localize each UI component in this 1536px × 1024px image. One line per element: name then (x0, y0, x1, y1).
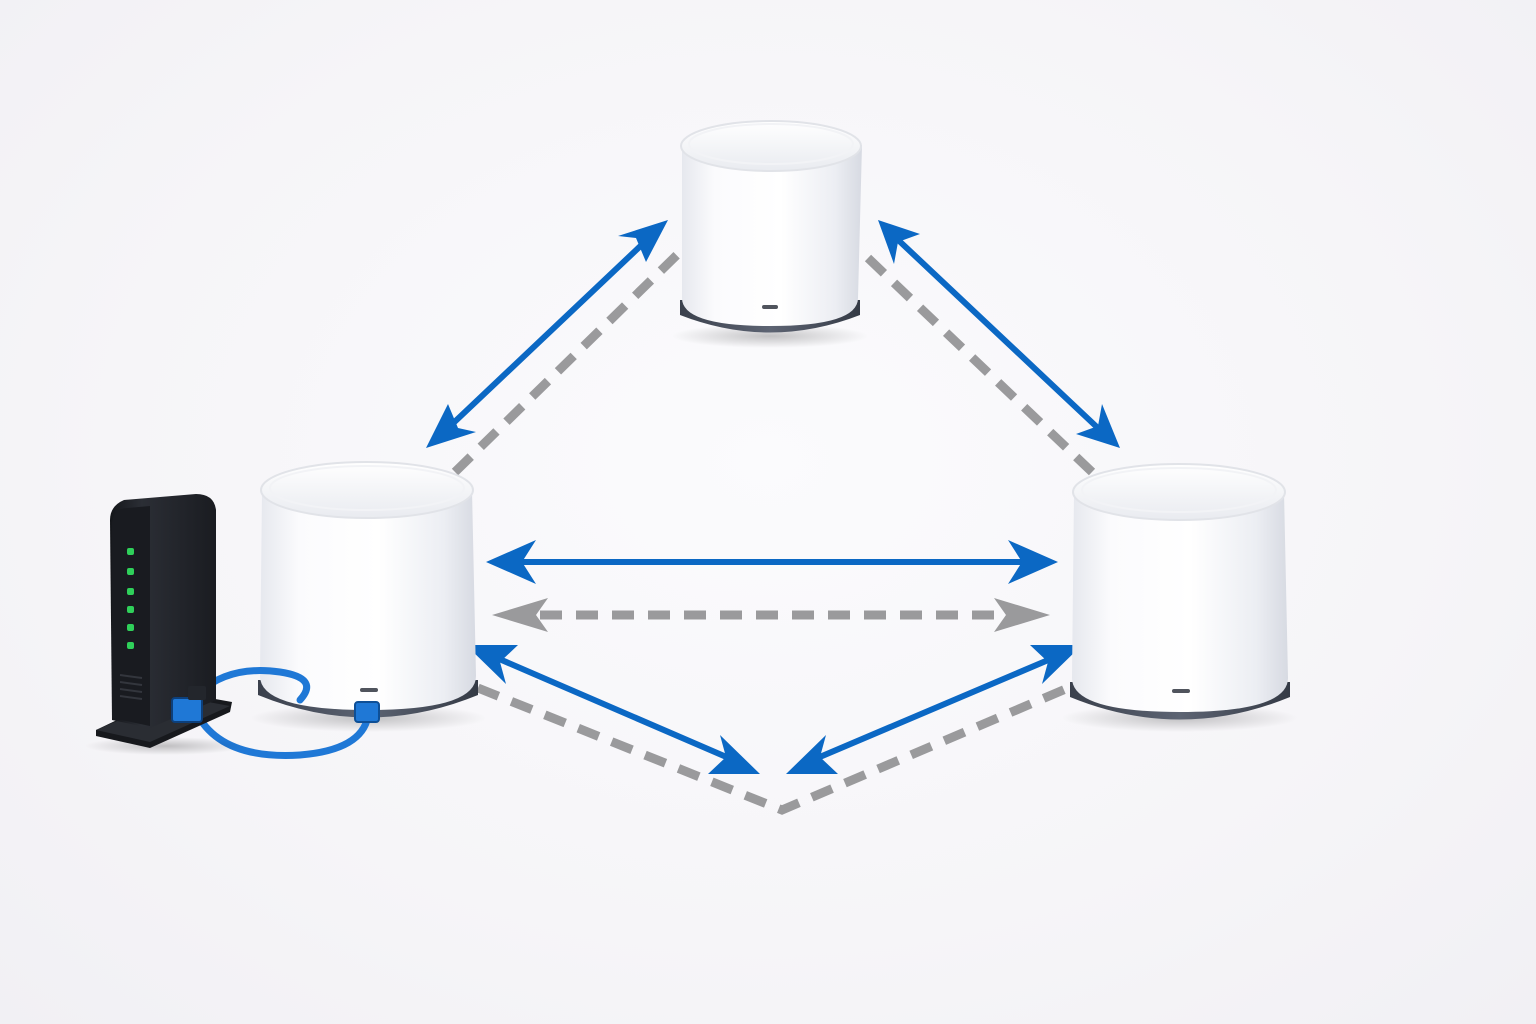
node-top-cap-inner (269, 465, 465, 511)
node-body (260, 490, 476, 710)
arrowhead (708, 735, 760, 774)
modem-port-clip (188, 686, 206, 700)
node-body (682, 145, 862, 326)
node-top-cap-inner (688, 123, 854, 165)
node-top-cap (680, 120, 862, 172)
mesh-node-left (250, 461, 486, 732)
led (127, 548, 134, 555)
node-top-cap (1072, 463, 1286, 521)
dashed-arrowhead-left (492, 598, 548, 632)
led (127, 624, 134, 631)
arrowhead (618, 220, 668, 262)
node-top-cap (260, 461, 474, 519)
led (127, 606, 134, 613)
arrowhead (486, 540, 536, 584)
status-led (360, 688, 378, 692)
modem (85, 494, 245, 755)
mesh-node-right (1062, 463, 1298, 732)
ethernet-cable (192, 667, 372, 759)
status-led (762, 305, 778, 309)
arrowhead (1030, 645, 1082, 684)
modem-vents (119, 674, 143, 700)
wireless-links (443, 234, 1103, 765)
arrowhead (1076, 404, 1120, 448)
dashed-arrowheads (492, 598, 1050, 632)
dashed-links (451, 246, 1096, 815)
led (127, 568, 134, 575)
mesh-node-top (672, 120, 868, 348)
cable-loop-lower (192, 708, 372, 759)
dashed-link-bottom-v (476, 683, 1070, 815)
node-body (1072, 492, 1288, 712)
arrowhead (878, 220, 920, 264)
dashed-link-left-top (451, 246, 686, 476)
arrowhead (786, 735, 838, 774)
arrowhead (426, 404, 476, 448)
status-led (1172, 689, 1190, 693)
wireless-arrowheads (426, 220, 1120, 774)
wireless-link-right-bottom (805, 652, 1063, 765)
node-top-cap-inner (1081, 467, 1277, 513)
cable-connector-node (354, 701, 380, 723)
modem-port-connector (171, 697, 203, 723)
dashed-link-top-right (864, 254, 1096, 476)
node-shadow (672, 324, 868, 348)
cable-loop-upper (196, 667, 311, 704)
led (127, 642, 134, 649)
wireless-link-left-bottom (487, 652, 741, 765)
dashed-arrowhead-right (994, 598, 1050, 632)
wireless-link-left-top (443, 234, 653, 433)
arrowhead (466, 645, 518, 684)
wireless-link-top-right (892, 234, 1103, 433)
modem-front-face (112, 506, 150, 726)
led (127, 588, 134, 595)
arrowhead (1008, 540, 1058, 584)
modem-leds (127, 548, 134, 649)
